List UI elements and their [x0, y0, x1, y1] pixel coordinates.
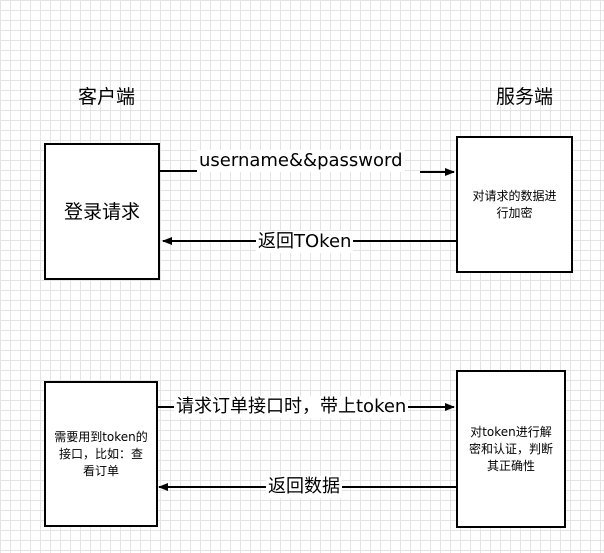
client-heading: 客户端: [78, 86, 136, 108]
verify-box: 对token进行解密和认证，判断其正确性: [456, 370, 566, 528]
credentials-arrow: [160, 168, 455, 176]
return-token-label: 返回TOken: [256, 231, 354, 253]
login-request-label: 登录请求: [63, 200, 140, 223]
encrypt-label: 对请求的数据进行加密: [472, 188, 557, 220]
token-api-box: 需要用到token的接口，比如：查看订单: [44, 381, 158, 527]
verify-label: 对token进行解密和认证，判断其正确性: [468, 424, 553, 473]
server-heading: 服务端: [496, 86, 554, 108]
order-request-label: 请求订单接口时，带上token: [174, 396, 409, 418]
encrypt-box: 对请求的数据进行加密: [456, 136, 573, 273]
return-data-label: 返回数据: [266, 476, 342, 498]
login-request-box: 登录请求: [44, 143, 160, 280]
credentials-label: username&&password: [197, 150, 405, 172]
token-api-label: 需要用到token的接口，比如：查看订单: [54, 429, 148, 478]
